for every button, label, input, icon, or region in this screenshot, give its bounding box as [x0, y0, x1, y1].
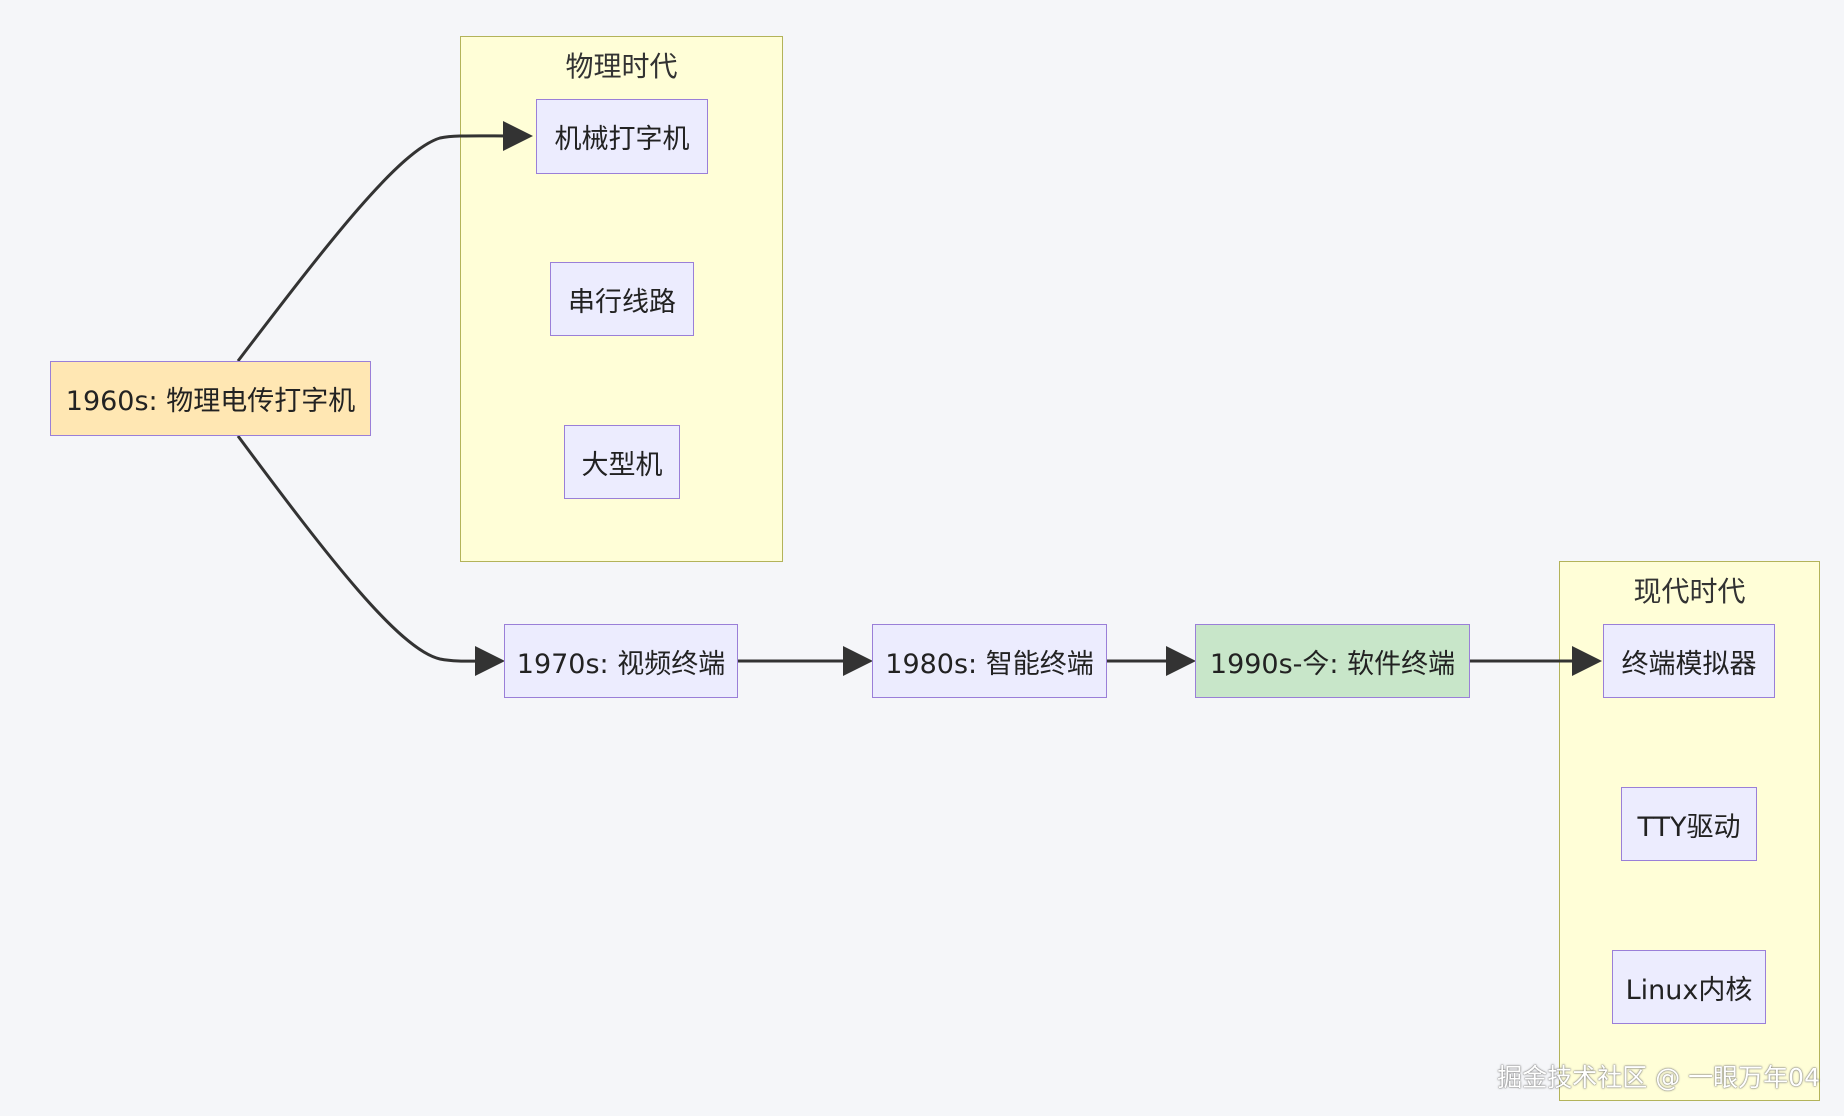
node-1980s-smart-terminal: 1980s: 智能终端: [872, 624, 1107, 698]
node-serial-line: 串行线路: [550, 262, 694, 336]
node-mechanical-typewriter: 机械打字机: [536, 99, 708, 174]
edge-1960s-to-typewriter: [236, 120, 533, 362]
watermark-text: 掘金技术社区 @ 一眼万年04: [1497, 1063, 1820, 1092]
node-terminal-emulator: 终端模拟器: [1603, 624, 1775, 698]
cluster-title-modern-era: 现代时代: [1633, 575, 1746, 608]
cluster-title-physical-era: 物理时代: [565, 50, 678, 83]
node-1970s-video-terminal: 1970s: 视频终端: [504, 624, 738, 698]
node-1990s-software-terminal: 1990s-今: 软件终端: [1195, 624, 1470, 698]
node-1960s-teletype: 1960s: 物理电传打字机: [50, 361, 371, 436]
node-mainframe: 大型机: [564, 425, 680, 499]
edge-1960s-to-1970s: [236, 435, 505, 677]
node-linux-kernel: Linux内核: [1612, 950, 1766, 1024]
node-tty-driver: TTY驱动: [1621, 787, 1757, 861]
